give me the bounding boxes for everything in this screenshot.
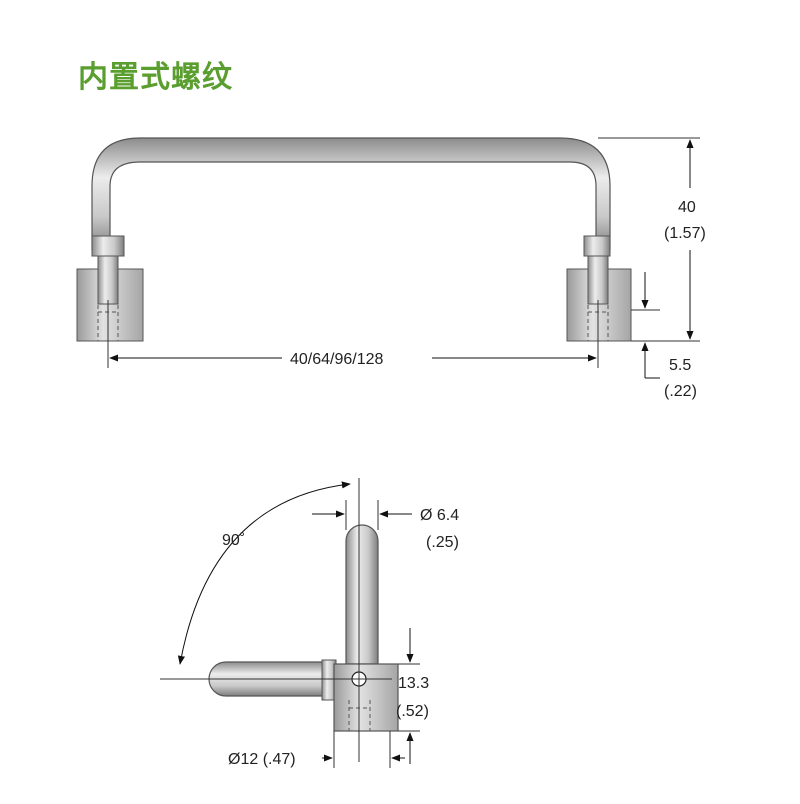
center-span-label: 40/64/96/128 — [290, 351, 384, 368]
rod-dia-in-label: (.25) — [426, 534, 459, 551]
handle-bar — [91, 137, 611, 251]
base-dia-label: Ø12 (.47) — [228, 751, 296, 768]
foot-mm-label: 5.5 — [669, 357, 691, 374]
angle-label: 90˚ — [222, 532, 245, 549]
pivot-block — [333, 663, 399, 732]
height-mm-label: 40 — [678, 199, 696, 216]
block-h-in-label: (.52) — [396, 703, 429, 720]
diagram-title: 内置式螺纹 — [78, 60, 233, 95]
height-in-label: (1.57) — [664, 225, 706, 242]
rod-dia-mm-label: Ø 6.4 — [420, 507, 459, 524]
vertical-rod — [345, 524, 379, 665]
handle-side-view: 90˚ Ø 6.4 (.25) 13.3 (.52) Ø12 (.47) — [160, 478, 459, 768]
handle-front-view: 40/64/96/128 40 (1.57) 5.5 (.22) — [76, 137, 706, 400]
foot-in-label: (.22) — [664, 383, 697, 400]
block-h-mm-label: 13.3 — [398, 675, 429, 692]
